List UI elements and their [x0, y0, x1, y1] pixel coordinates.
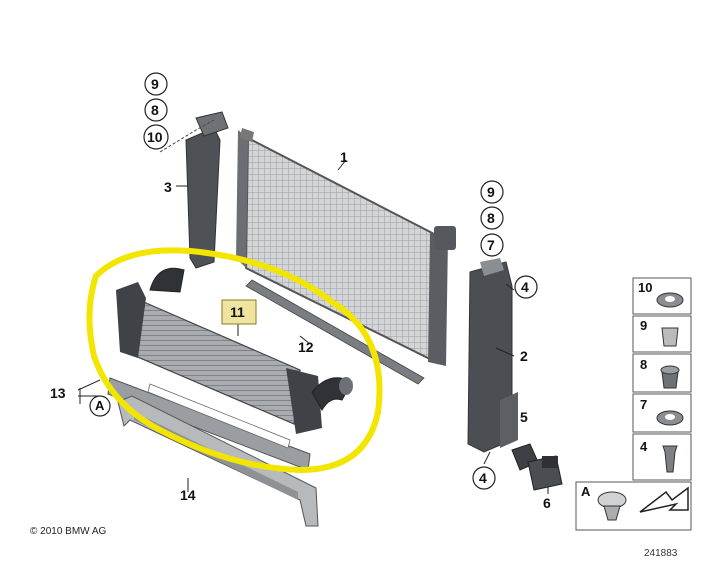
- callout-6: 6: [543, 495, 551, 511]
- legend-key-9: 9: [640, 318, 648, 333]
- legend-icons: [597, 292, 689, 521]
- left-callout-rings: [143, 72, 169, 150]
- radiator[interactable]: [236, 128, 456, 366]
- callout-9-left: 9: [151, 76, 159, 92]
- right-bracket[interactable]: [467, 258, 518, 453]
- intercooler[interactable]: [116, 267, 353, 434]
- part-6-mount[interactable]: [527, 455, 563, 491]
- legend-key-a: A: [581, 484, 591, 499]
- callout-10-left: 10: [147, 129, 163, 145]
- leader-lines: [77, 159, 549, 494]
- legend-key-4: 4: [640, 439, 648, 454]
- right-callout-rings: [89, 180, 538, 490]
- legend-panel: [575, 277, 692, 531]
- callout-11-box: [221, 299, 257, 325]
- screw-icon: [662, 445, 678, 473]
- left-bracket[interactable]: [159, 111, 229, 269]
- document-number: 241883: [644, 548, 678, 559]
- callout-14: 14: [180, 487, 196, 503]
- seal-strip[interactable]: [245, 279, 425, 385]
- callout-13: 13: [50, 385, 66, 401]
- legend-key-7: 7: [640, 397, 648, 412]
- callout-9-right: 9: [487, 184, 495, 200]
- callout-4-bottom: 4: [479, 470, 487, 486]
- callout-5: 5: [520, 409, 528, 425]
- callout-4-top: 4: [521, 279, 529, 295]
- legend-key-8: 8: [640, 357, 648, 372]
- arrow-icon: [639, 486, 689, 513]
- copyright: © 2010 BMW AG: [30, 526, 107, 537]
- callout-3: 3: [164, 179, 172, 195]
- callout-8-right: 8: [487, 210, 495, 226]
- callout-12: 12: [298, 339, 314, 355]
- callout-7-right: 7: [487, 237, 495, 253]
- callout-1: 1: [340, 149, 348, 165]
- callout-a-left: A: [95, 398, 105, 413]
- legend-key-10: 10: [638, 280, 653, 295]
- callout-11: 11: [230, 304, 245, 320]
- highlight-outline: [86, 247, 383, 474]
- callout-2: 2: [520, 348, 528, 364]
- callout-8-left: 8: [151, 102, 159, 118]
- clip-nut-icon: [661, 327, 679, 347]
